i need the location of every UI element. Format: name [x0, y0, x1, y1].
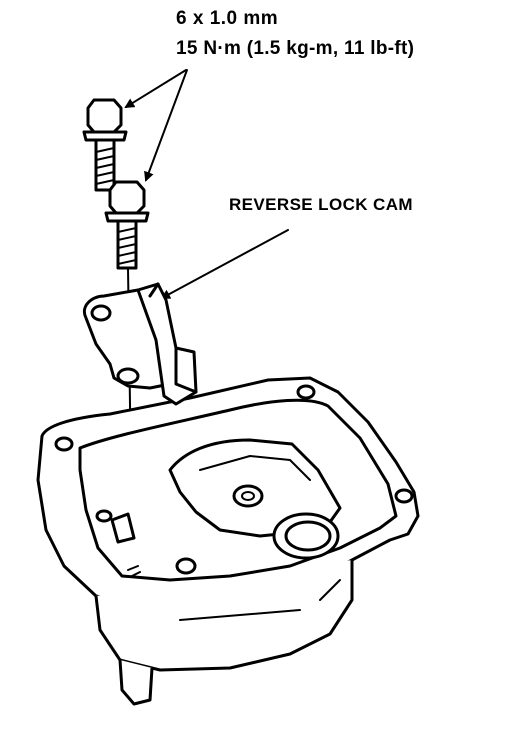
bolt-size-label: 6 x 1.0 mm: [176, 8, 279, 29]
reverse-lock-cam: [83, 282, 198, 406]
lower-bolt: [104, 180, 150, 270]
housing-cover: [36, 376, 420, 706]
bolt-leader-arrows: [124, 69, 188, 182]
cam-leader-arrow: [160, 229, 289, 299]
reverse-lock-cam-label: REVERSE LOCK CAM: [229, 195, 413, 214]
torque-spec-label: 15 N·m (1.5 kg-m, 11 lb-ft): [176, 38, 415, 59]
upper-bolt: [82, 98, 128, 192]
